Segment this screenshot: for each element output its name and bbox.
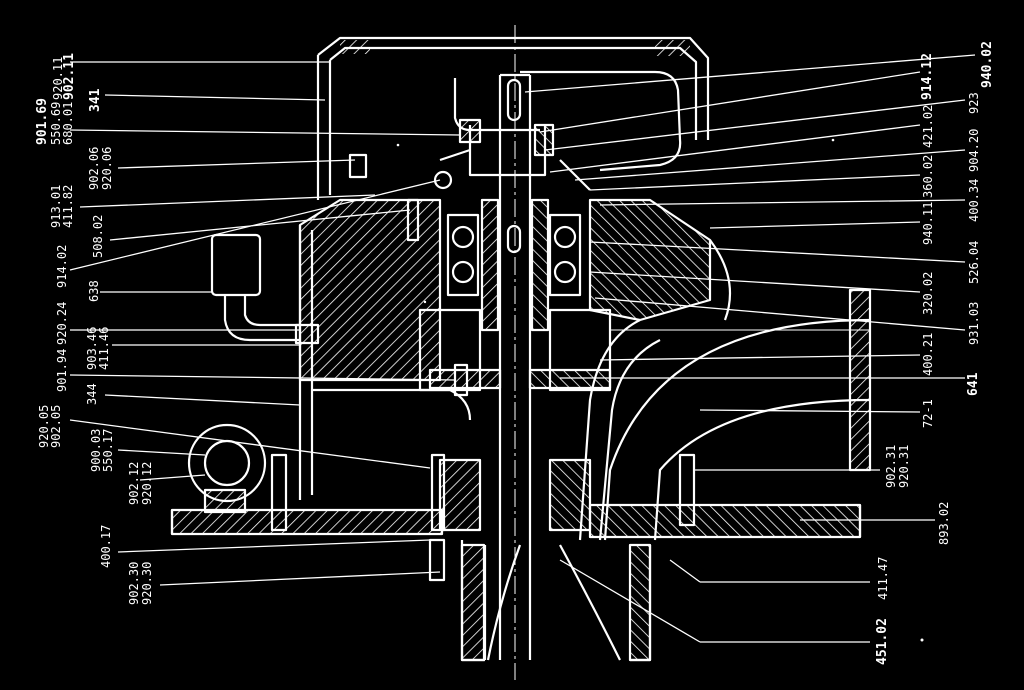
label-400-34: 400.34 xyxy=(967,178,981,222)
label-893-02: 893.02 xyxy=(937,501,951,545)
label-940-11: 940.11 xyxy=(921,201,935,245)
label-550-17: 550.17 xyxy=(101,428,115,472)
label-400-21: 400.21 xyxy=(921,332,935,376)
label-902-11: 902.11 xyxy=(62,53,77,100)
label-904-20: 904.20 xyxy=(967,128,981,172)
label-920-24: 920.24 xyxy=(55,301,69,345)
coupling-seal xyxy=(433,118,591,191)
lifting-eye xyxy=(187,423,267,514)
label-920-31: 920.31 xyxy=(897,444,911,488)
label-341: 341 xyxy=(88,88,103,112)
label-923: 923 xyxy=(967,92,981,114)
discharge-elbow xyxy=(578,288,872,541)
label-344: 344 xyxy=(85,383,99,405)
bearing-housing xyxy=(298,198,732,500)
label-902-30: 902.30 xyxy=(127,561,141,605)
label-411-46: 411.46 xyxy=(97,326,111,370)
top-cover xyxy=(316,36,710,200)
label-920-12: 920.12 xyxy=(140,461,154,505)
label-526-04: 526.04 xyxy=(967,240,981,284)
label-902-06: 902.06 xyxy=(87,146,101,190)
label-320-02: 320.02 xyxy=(921,271,935,315)
shaft xyxy=(498,25,532,680)
label-902-12: 902.12 xyxy=(127,461,141,505)
scan-specks xyxy=(396,138,924,642)
label-360-02: 360.02 xyxy=(921,154,935,198)
label-914-12: 914.12 xyxy=(920,53,935,100)
label-72-1: 72-1 xyxy=(921,399,935,428)
label-920-30: 920.30 xyxy=(140,561,154,605)
label-411-82: 411.82 xyxy=(61,184,75,228)
constant-level-oiler xyxy=(210,233,300,342)
label-451-02: 451.02 xyxy=(875,618,890,665)
label-940-02: 940.02 xyxy=(980,41,995,88)
label-421-02: 421.02 xyxy=(921,104,935,148)
label-400-17: 400.17 xyxy=(99,524,113,568)
impeller-casing xyxy=(438,458,652,662)
ball-bearings xyxy=(446,198,582,332)
label-931-03: 931.03 xyxy=(967,301,981,345)
label-901-94: 901.94 xyxy=(55,348,69,392)
lower-bearing-cover xyxy=(312,308,612,421)
leader-lines xyxy=(69,54,976,643)
label-920-06: 920.06 xyxy=(100,146,114,190)
label-902-31: 902.31 xyxy=(884,444,898,488)
label-680-01: 680.01 xyxy=(61,101,75,145)
label-638: 638 xyxy=(87,280,101,302)
label-411-47: 411.47 xyxy=(876,556,890,600)
label-641: 641 xyxy=(966,372,981,396)
base-plate xyxy=(170,503,862,539)
label-914-02: 914.02 xyxy=(55,244,69,288)
label-902-05: 902.05 xyxy=(49,404,63,448)
label-508-02: 508.02 xyxy=(91,214,105,258)
label-901-69: 901.69 xyxy=(35,98,50,145)
